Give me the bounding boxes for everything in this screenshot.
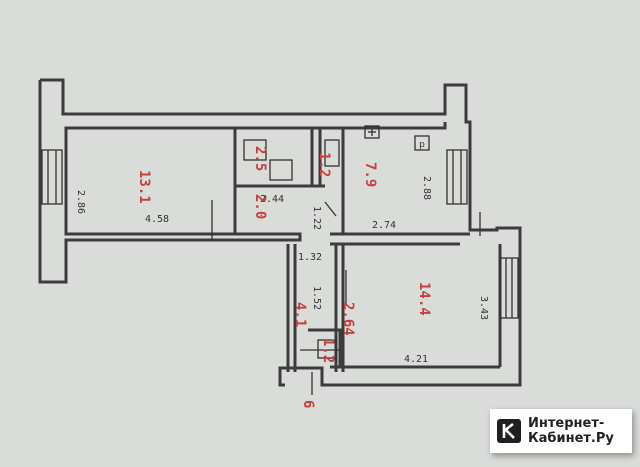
wall-wc	[308, 328, 342, 367]
window-left	[41, 149, 63, 205]
windows	[41, 149, 519, 319]
dim-room-left-width: 4.58	[145, 214, 169, 225]
dim-room-left-height: 2.86	[75, 190, 86, 214]
watermark-line2: Кабинет.Ру	[528, 431, 614, 446]
dim-kitchen-width: 2.74	[372, 220, 396, 231]
dim-kitchen-height: 2.88	[421, 176, 432, 200]
dim-room-right-height: 3.43	[478, 296, 489, 320]
dimension-lines	[211, 200, 481, 395]
area-balcony-mark: 6	[300, 400, 316, 408]
dim-room-right-width: 4.21	[404, 354, 428, 365]
dim-hall-width: 1.32	[298, 252, 322, 263]
wall-left-room	[40, 78, 522, 387]
area-room-left: 13.1	[136, 170, 152, 204]
area-wc: 1.2	[320, 338, 336, 363]
area-hall: 4.1	[292, 302, 308, 327]
area-pantry: 2.5	[252, 146, 268, 171]
sink-icon: p	[414, 135, 430, 151]
stove-icon	[364, 125, 380, 139]
area-bath: 1.2	[316, 152, 332, 177]
dim-hall-small: 1.52	[311, 286, 322, 310]
area-corridor: 2.0	[252, 194, 268, 219]
svg-text:p: p	[419, 140, 425, 150]
window-right	[499, 257, 519, 319]
pantry-details	[243, 139, 340, 359]
area-hall-2: 2.64	[340, 302, 356, 336]
dim-corridor-width: 2.44	[260, 194, 284, 205]
watermark-text: Интернет- Кабинет.Ру	[528, 416, 614, 446]
area-room-right: 14.4	[416, 282, 432, 316]
watermark-line1: Интернет-	[528, 416, 605, 431]
dim-corridor-small: 1.22	[311, 206, 322, 230]
wall-outline-left	[38, 80, 447, 284]
window-kitchen	[446, 149, 468, 205]
k-badge-icon	[497, 419, 521, 443]
area-kitchen: 7.9	[362, 162, 378, 187]
watermark-badge: Интернет- Кабинет.Ру	[490, 409, 632, 453]
